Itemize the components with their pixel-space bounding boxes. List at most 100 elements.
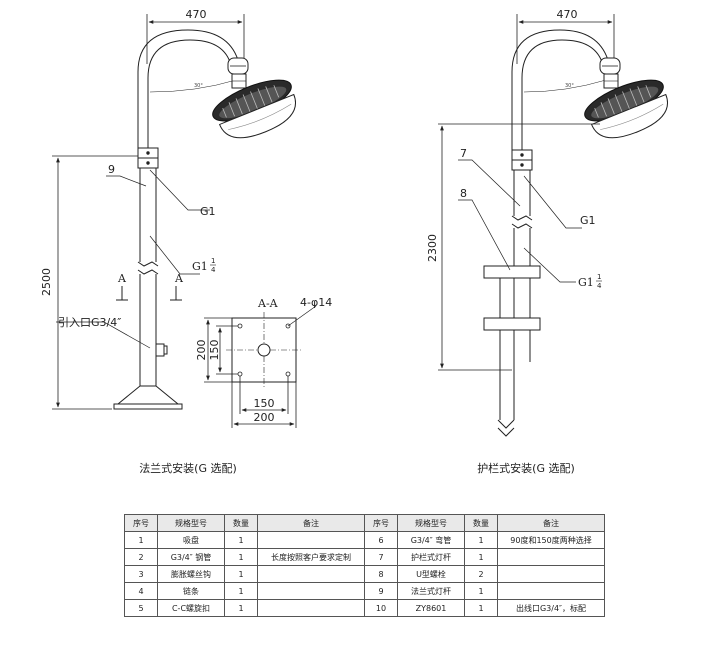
section-horizontal-dimensions bbox=[231, 376, 297, 428]
right-u-bolts bbox=[483, 265, 541, 331]
table-cell: 7 bbox=[364, 548, 398, 566]
left-width-label: 470 bbox=[186, 8, 207, 21]
header-spec-2: 规格型号 bbox=[397, 514, 465, 532]
table-cell: 1 bbox=[464, 582, 498, 600]
table-cell bbox=[497, 548, 605, 566]
table-cell: 90度和150度两种选择 bbox=[497, 531, 605, 549]
svg-text:1: 1 bbox=[597, 273, 601, 281]
technical-drawing: 470 30° bbox=[40, 8, 668, 437]
right-gooseneck-arm bbox=[511, 29, 609, 150]
table-cell: 1 bbox=[124, 531, 158, 549]
right-width-dimension bbox=[516, 14, 615, 64]
right-view: 470 30° bbox=[426, 8, 668, 437]
table-row: 3 膨胀螺丝钩 1 8 U型螺栓 2 bbox=[124, 565, 605, 583]
right-callout-8: 8 bbox=[460, 187, 467, 200]
left-height-label: 2500 bbox=[40, 268, 53, 296]
table-cell: 1 bbox=[224, 531, 258, 549]
table-cell: 3 bbox=[124, 565, 158, 583]
section-dim-200-vertical: 200 bbox=[195, 340, 208, 361]
table-cell: 9 bbox=[364, 582, 398, 600]
table-cell: 8 bbox=[364, 565, 398, 583]
right-view-caption: 护栏式安装(G 选配) bbox=[477, 462, 575, 475]
left-view-caption: 法兰式安装(G 选配) bbox=[139, 462, 237, 475]
table-row: 4 链条 1 9 法兰式灯杆 1 bbox=[124, 582, 605, 600]
table-cell: 5 bbox=[124, 599, 158, 617]
header-note-2: 备注 bbox=[497, 514, 605, 532]
parts-table-header: 序号 规格型号 数量 备注 序号 规格型号 数量 备注 bbox=[124, 514, 605, 532]
svg-text:4: 4 bbox=[211, 266, 216, 274]
table-cell: ZY8601 bbox=[397, 599, 465, 617]
table-cell: 护栏式灯杆 bbox=[397, 548, 465, 566]
table-cell: G3/4″ 弯管 bbox=[397, 531, 465, 549]
table-cell: 长度按照客户要求定制 bbox=[257, 548, 365, 566]
left-arc-angle: 30° bbox=[194, 83, 203, 89]
table-cell: 1 bbox=[464, 548, 498, 566]
table-cell bbox=[257, 599, 365, 617]
right-coupling bbox=[511, 149, 533, 171]
right-arc-angle: 30° bbox=[565, 83, 574, 89]
header-qty-2: 数量 bbox=[464, 514, 498, 532]
table-cell: 出线口G3/4″，标配 bbox=[497, 599, 605, 617]
section-center-hole bbox=[257, 343, 271, 357]
left-inlet-label: 引入口G3/4″ bbox=[58, 315, 121, 329]
right-g1-quarter-label: G1 1 4 bbox=[578, 273, 602, 290]
svg-text:G1: G1 bbox=[192, 260, 208, 273]
header-note-1: 备注 bbox=[257, 514, 365, 532]
header-spec-1: 规格型号 bbox=[157, 514, 225, 532]
table-cell: 1 bbox=[224, 582, 258, 600]
table-cell: 1 bbox=[464, 531, 498, 549]
right-lamp-head bbox=[584, 57, 668, 139]
right-callout-7: 7 bbox=[460, 147, 467, 160]
left-coupling bbox=[137, 147, 159, 169]
svg-text:G1: G1 bbox=[578, 276, 594, 289]
table-cell: 膨胀螺丝钩 bbox=[157, 565, 225, 583]
table-cell bbox=[497, 565, 605, 583]
section-vertical-dimensions bbox=[204, 317, 238, 383]
left-view: 470 30° bbox=[40, 8, 296, 410]
header-no-1: 序号 bbox=[124, 514, 158, 532]
left-callout-9: 9 bbox=[108, 163, 115, 176]
left-lamp-head bbox=[212, 57, 296, 139]
left-section-marks bbox=[116, 286, 182, 301]
svg-text:1: 1 bbox=[211, 257, 215, 265]
section-dim-150-vertical: 150 bbox=[208, 340, 221, 361]
table-cell: 链条 bbox=[157, 582, 225, 600]
right-height-dimension bbox=[438, 123, 600, 371]
svg-text:4: 4 bbox=[597, 282, 602, 290]
table-cell bbox=[257, 582, 365, 600]
left-height-dimension bbox=[52, 155, 138, 410]
table-cell: 10 bbox=[364, 599, 398, 617]
table-cell: 1 bbox=[464, 599, 498, 617]
table-cell: G3/4″ 钢管 bbox=[157, 548, 225, 566]
table-row: 5 C-C螺旋扣 1 10 ZY8601 1 出线口G3/4″，标配 bbox=[124, 599, 605, 617]
right-width-label: 470 bbox=[557, 8, 578, 21]
table-cell: 吸盘 bbox=[157, 531, 225, 549]
table-cell: 4 bbox=[124, 582, 158, 600]
table-cell bbox=[257, 565, 365, 583]
section-aa-view: A-A 4-φ14 200 150 bbox=[195, 296, 332, 428]
left-width-dimension bbox=[146, 14, 245, 64]
header-qty-1: 数量 bbox=[224, 514, 258, 532]
right-pole bbox=[511, 170, 533, 362]
left-base-flange bbox=[113, 385, 183, 410]
section-dim-150-horizontal: 150 bbox=[254, 397, 275, 410]
section-title: A-A bbox=[257, 297, 279, 310]
table-cell: 6 bbox=[364, 531, 398, 549]
right-height-label: 2300 bbox=[426, 234, 439, 262]
table-cell bbox=[257, 531, 365, 549]
left-g1-quarter-label: G1 1 4 bbox=[192, 257, 216, 274]
table-cell: 法兰式灯杆 bbox=[397, 582, 465, 600]
section-dim-200-horizontal: 200 bbox=[254, 411, 275, 424]
left-section-a-right: A bbox=[174, 272, 184, 285]
right-guardrail-post bbox=[497, 278, 515, 437]
left-g1-label: G1 bbox=[200, 205, 216, 218]
table-cell: C-C螺旋扣 bbox=[157, 599, 225, 617]
right-callout-leaders bbox=[458, 159, 582, 283]
table-cell: 2 bbox=[464, 565, 498, 583]
left-section-a-left: A bbox=[117, 272, 127, 285]
right-g1-label: G1 bbox=[580, 214, 596, 227]
table-cell: 1 bbox=[224, 548, 258, 566]
parts-table: 序号 规格型号 数量 备注 序号 规格型号 数量 备注 1 吸盘 1 6 G3/… bbox=[124, 514, 605, 617]
table-cell bbox=[497, 582, 605, 600]
left-callout-leaders bbox=[56, 169, 210, 349]
